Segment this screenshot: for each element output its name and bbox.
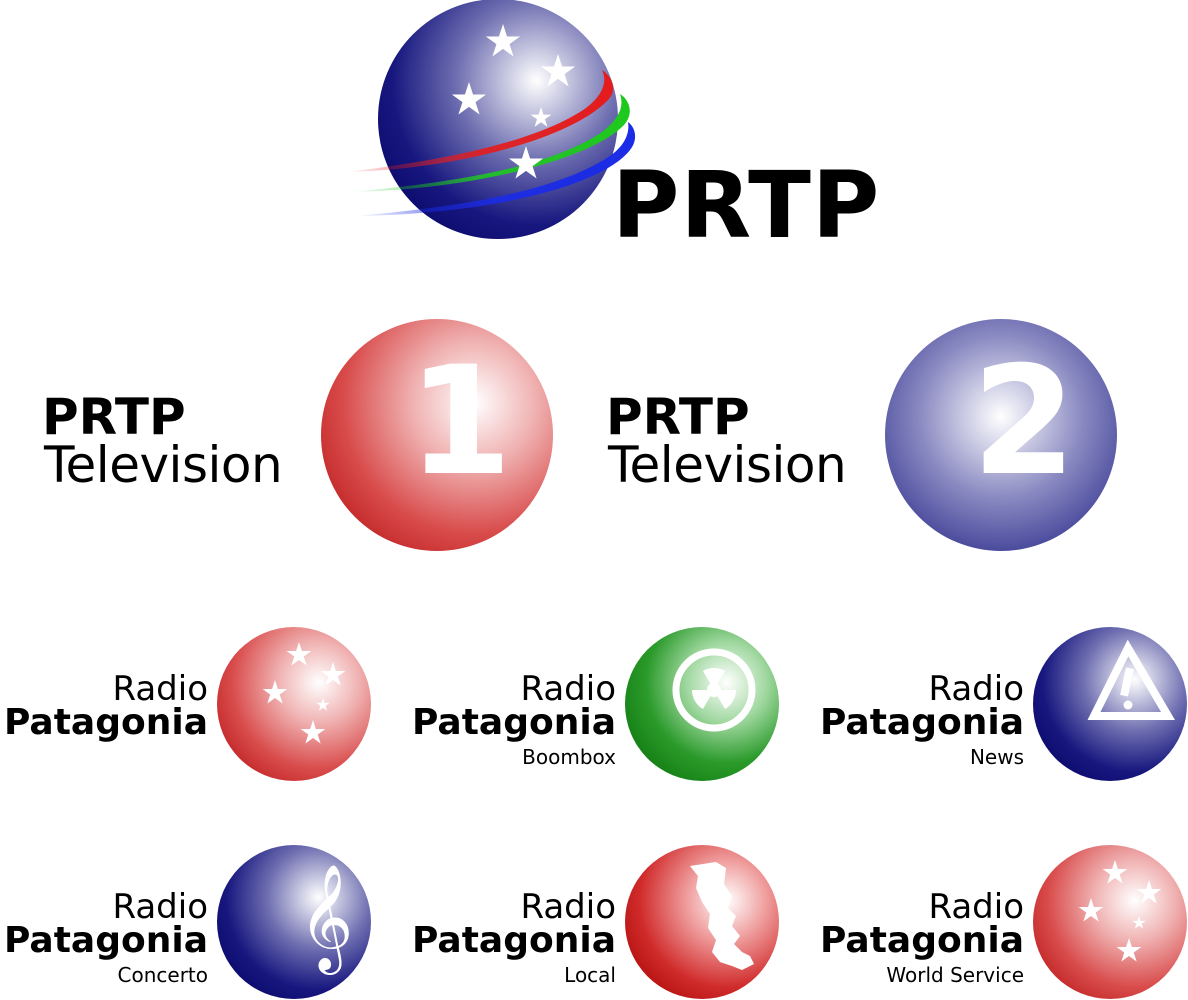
treble-clef-icon: 𝄞 <box>217 845 371 999</box>
tv1-brand: PRTP <box>42 388 186 446</box>
radio-label: Radio <box>112 887 208 927</box>
tv2-number: 2 <box>972 335 1076 509</box>
station-subtitle: Boombox <box>522 745 616 769</box>
patagonia-label: Patagonia <box>820 920 1024 961</box>
radio-label: Radio <box>520 669 616 709</box>
warning-icon <box>1033 627 1187 781</box>
number-two-sphere-icon: 2 <box>885 319 1117 551</box>
main-wordmark: PRTP <box>612 152 881 259</box>
patagonia-label: Patagonia <box>412 702 616 743</box>
tv1-number: 1 <box>408 335 512 509</box>
stars-icon <box>217 627 371 781</box>
radiation-icon <box>625 627 779 781</box>
globe-logo-icon <box>345 0 636 239</box>
radio-label: Radio <box>928 887 1024 927</box>
radio-label: Radio <box>112 669 208 709</box>
patagonia-label: Patagonia <box>4 920 208 961</box>
patagonia-label: Patagonia <box>4 702 208 743</box>
map-icon <box>625 845 779 999</box>
stars-icon <box>1033 845 1187 999</box>
station-subtitle: Local <box>564 963 616 987</box>
patagonia-label: Patagonia <box>412 920 616 961</box>
tv2-label: Television <box>608 436 847 494</box>
radio-label: Radio <box>928 669 1024 709</box>
station-subtitle: News <box>969 745 1024 769</box>
station-subtitle: World Service <box>886 963 1024 987</box>
tv2-brand: PRTP <box>606 388 750 446</box>
radio-label: Radio <box>520 887 616 927</box>
number-one-sphere-icon: 1 <box>321 319 553 551</box>
tv1-label: Television <box>44 436 283 494</box>
svg-text:𝄞: 𝄞 <box>299 863 353 975</box>
station-subtitle: Concerto <box>117 963 208 987</box>
patagonia-label: Patagonia <box>820 702 1024 743</box>
